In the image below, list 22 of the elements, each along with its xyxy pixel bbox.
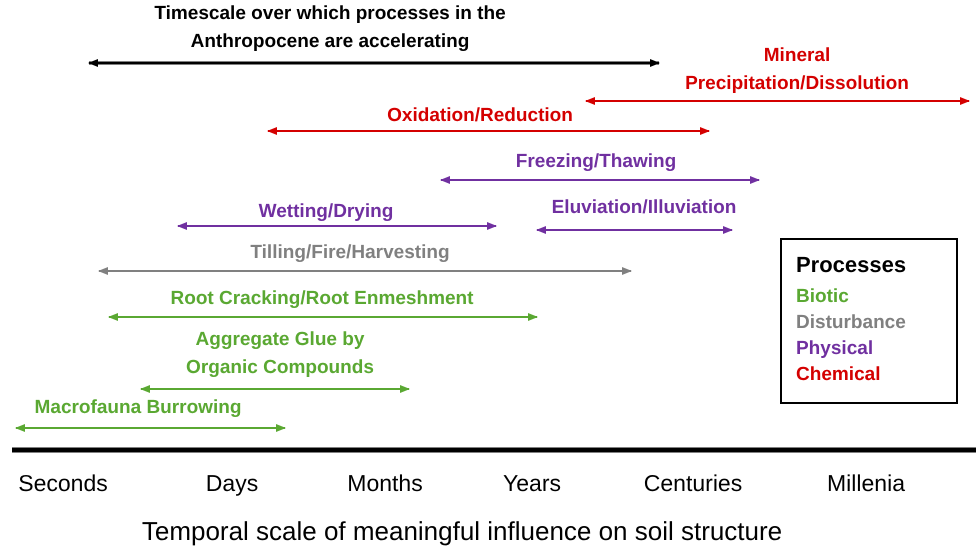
legend-entry: Physical (796, 337, 874, 361)
axis-tick-label: Seconds (18, 470, 108, 497)
process-label: Macrofauna Burrowing (34, 396, 242, 420)
legend-title: Processes (796, 252, 906, 278)
process-label: Freezing/Thawing (514, 150, 678, 174)
legend-entry: Disturbance (796, 311, 906, 335)
process-label: Mineral Precipitation/Dissolution (684, 44, 910, 96)
legend-entry: Chemical (796, 363, 880, 387)
process-label: Eluviation/Illuviation (550, 196, 738, 220)
process-label: Wetting/Drying (258, 200, 394, 224)
axis-tick-label: Days (206, 470, 258, 497)
axis-tick-label: Years (503, 470, 561, 497)
axis-title: Temporal scale of meaningful influence on soil structure (142, 516, 782, 547)
legend-entry: Biotic (796, 285, 849, 309)
process-label: Timescale over which processes in the Anthropocene are accelerating (153, 2, 507, 54)
process-label: Oxidation/Reduction (386, 104, 574, 128)
axis-tick-label: Millenia (827, 470, 905, 497)
axis-tick-label: Centuries (644, 470, 742, 497)
process-label: Aggregate Glue by Organic Compounds (185, 328, 375, 380)
axis-tick-label: Months (347, 470, 423, 497)
process-label: Tilling/Fire/Harvesting (249, 241, 451, 265)
process-label: Root Cracking/Root Enmeshment (170, 287, 474, 311)
